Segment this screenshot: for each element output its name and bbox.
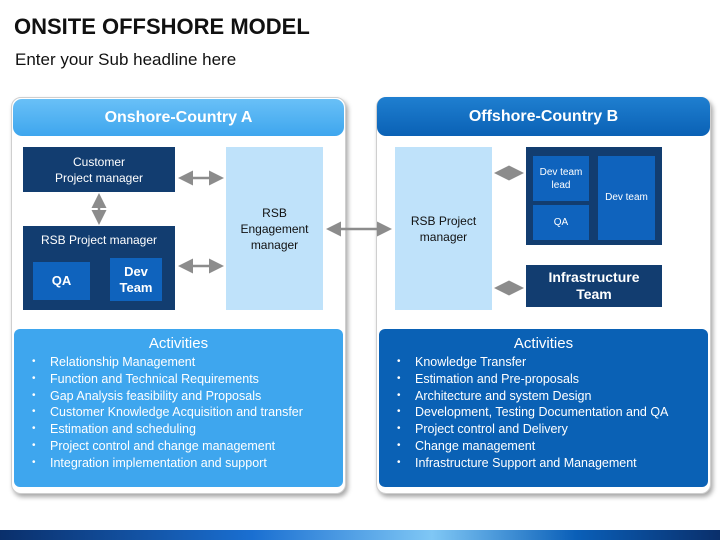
list-item: Change management [397,438,698,455]
onshore-activities: Activities Relationship Management Funct… [14,329,343,487]
list-item: Integration implementation and support [32,455,333,472]
list-item: Architecture and system Design [397,388,698,405]
page-title: ONSITE OFFSHORE MODEL [14,14,310,39]
offshore-activities: Activities Knowledge Transfer Estimation… [379,329,708,487]
offshore-activities-title: Activities [513,335,574,352]
onshore-header: Onshore-Country A [13,99,344,136]
list-item: Project control and change management [32,438,333,455]
offshore-dev-team-box: Dev team [598,156,655,240]
list-item: Estimation and Pre-proposals [397,371,698,388]
qa-box: QA [33,262,90,300]
onshore-activities-title: Activities [148,335,209,352]
list-item: Project control and Delivery [397,421,698,438]
infrastructure-team-box: Infrastructure Team [526,265,662,307]
list-item: Customer Knowledge Acquisition and trans… [32,404,333,421]
list-item: Gap Analysis feasibility and Proposals [32,388,333,405]
footer-bar [0,530,720,540]
list-item: Function and Technical Requirements [32,371,333,388]
list-item: Development, Testing Documentation and Q… [397,404,698,421]
offshore-header: Offshore-Country B [377,97,710,136]
onshore-activities-list: Relationship Management Function and Tec… [24,354,333,472]
list-item: Estimation and scheduling [32,421,333,438]
page-subtitle: Enter your Sub headline here [15,50,237,69]
rsb-offshore-project-manager-box: RSB Project manager [395,147,492,310]
list-item: Relationship Management [32,354,333,371]
offshore-qa-box: QA [533,205,589,240]
rsb-engagement-manager-box: RSB Engagement manager [226,147,323,310]
list-item: Infrastructure Support and Management [397,455,698,472]
customer-project-manager-box: Customer Project manager [23,147,175,192]
offshore-activities-list: Knowledge Transfer Estimation and Pre-pr… [389,354,698,472]
dev-team-box: Dev Team [110,258,162,301]
rsb-project-manager-label: RSB Project manager [40,233,158,247]
list-item: Knowledge Transfer [397,354,698,371]
dev-team-lead-box: Dev team lead [533,156,589,201]
